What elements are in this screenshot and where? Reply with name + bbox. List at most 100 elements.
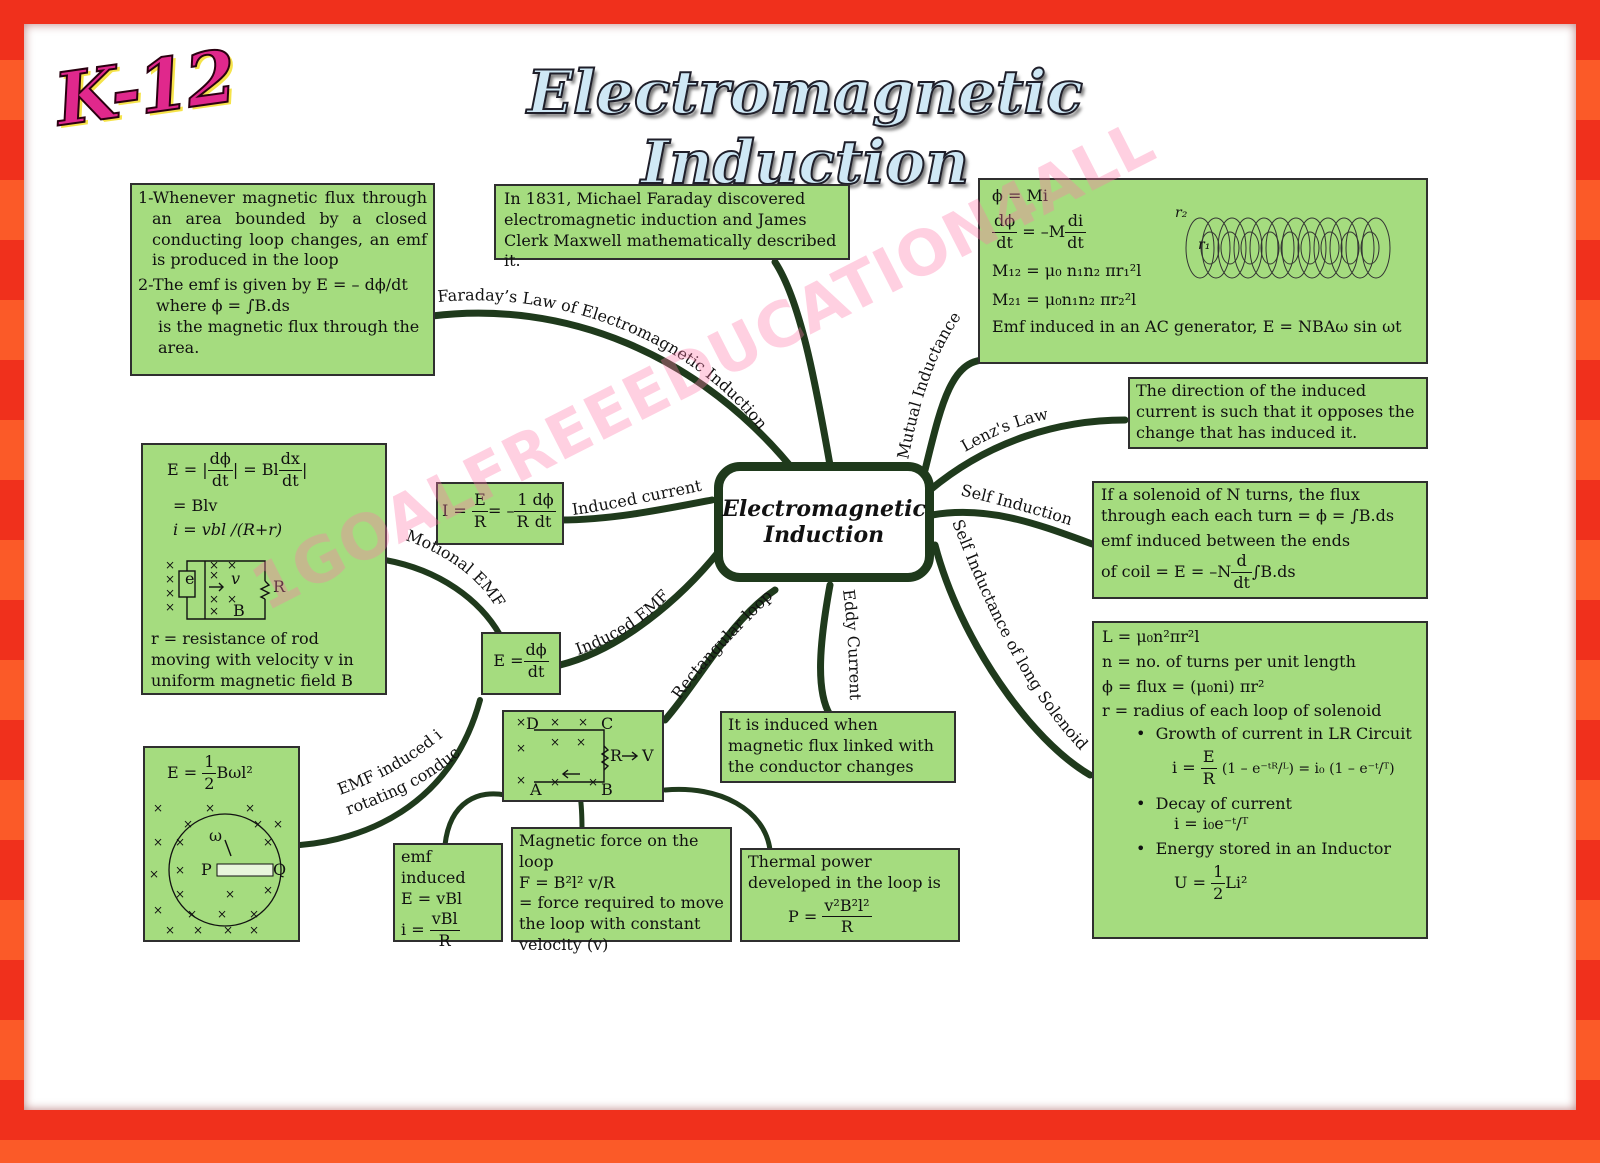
svg-text:×: × <box>578 715 588 729</box>
svg-text:×: × <box>516 773 526 787</box>
central-node-line2: Induction <box>763 522 885 548</box>
svg-text:×: × <box>249 923 259 937</box>
energy-bullet: • Energy stored in an Inductor <box>1136 839 1392 859</box>
loop-point-b: B <box>601 780 613 799</box>
svg-text:×: × <box>223 923 233 937</box>
svg-text:×: × <box>165 586 175 600</box>
motional-resistor-label: R <box>273 577 286 596</box>
faraday-law-box: 1-Whenever magnetic flux through an area… <box>130 183 435 376</box>
self-induction-box: If a solenoid of N turns, the flux throu… <box>1092 481 1428 599</box>
faraday-flux-def: where ϕ = ∫B.ds <box>156 295 290 315</box>
loop-point-a: A <box>530 780 542 799</box>
svg-text:×: × <box>217 907 227 921</box>
mutual-m12-eq: M₁₂ = μ₀ n₁n₂ πr₁²l <box>992 261 1142 281</box>
loop-emf-title: emf induced <box>401 847 466 887</box>
thermal-power-box: Thermal power developed in the loop is P… <box>740 848 960 942</box>
svg-text:×: × <box>209 604 219 618</box>
branch-mutual <box>921 356 989 474</box>
force-desc: = force required to move the loop with c… <box>519 893 724 954</box>
svg-text:×: × <box>550 735 560 749</box>
solenoid-l-eq: L = μ₀n²πr²l <box>1102 627 1200 646</box>
motional-circuit-figure: ×××× ××× ××× <box>165 558 271 620</box>
svg-text:×: × <box>253 817 263 831</box>
svg-text:×: × <box>165 572 175 586</box>
faraday-point-1: 1-Whenever magnetic flux through an area… <box>138 188 427 270</box>
svg-text:×: × <box>225 887 235 901</box>
motional-velocity-label: v <box>231 569 241 588</box>
svg-text:×: × <box>149 867 159 881</box>
central-node: Electromagnetic Induction <box>714 462 934 582</box>
svg-text:×: × <box>227 592 237 606</box>
lenz-law-box: The direction of the induced current is … <box>1128 377 1428 449</box>
branch-lenz <box>926 416 1129 494</box>
rotating-point-q: Q <box>273 860 287 879</box>
rotating-omega-label: ω <box>209 826 223 845</box>
self-flux-text: If a solenoid of N turns, the flux throu… <box>1101 485 1395 525</box>
ac-generator-eq: Emf induced in an AC generator, E = NBAω… <box>992 316 1402 336</box>
svg-text:×: × <box>165 600 175 614</box>
svg-text:×: × <box>263 883 273 897</box>
rectangular-loop-figure: ××× ××× ××× <box>516 715 639 789</box>
svg-text:×: × <box>273 817 283 831</box>
branch-thermal <box>662 786 773 853</box>
motional-blv-eq: = Blv <box>173 495 218 515</box>
svg-text:×: × <box>227 558 237 572</box>
svg-text:×: × <box>516 741 526 755</box>
svg-text:×: × <box>209 558 219 572</box>
svg-text:×: × <box>175 887 185 901</box>
rotating-point-p: P <box>201 860 212 879</box>
force-title: Magnetic force on the loop <box>519 831 699 871</box>
lr-decay-bullet: • Decay of current <box>1136 793 1292 813</box>
branch-motional <box>382 557 503 638</box>
solenoid-r-def: r = radius of each loop of solenoid <box>1102 701 1382 721</box>
motional-note: r = resistance of rod moving with veloci… <box>151 629 354 690</box>
branch-rotating <box>297 697 483 848</box>
loop-velocity-label: V <box>642 746 654 765</box>
svg-text:×: × <box>263 835 273 849</box>
branch-history <box>771 258 834 469</box>
lenz-text: The direction of the induced current is … <box>1136 381 1415 442</box>
branch-emf-loop <box>442 791 508 848</box>
radius-r2-label: r₂ <box>1175 205 1188 221</box>
central-node-line1: Electromagnetic <box>722 496 926 522</box>
svg-text:×: × <box>209 592 219 606</box>
svg-text:×: × <box>175 863 185 877</box>
loop-emf-eq: E = vBl <box>401 888 463 908</box>
solenoid-n-def: n = no. of turns per unit length <box>1102 651 1356 671</box>
solenoid-flux-eq: ϕ = flux = (μ₀ni) πr² <box>1102 676 1265 696</box>
lr-decay-eq: i = i₀e⁻ᵗ/ᵀ <box>1174 814 1249 834</box>
force-eq: F = B²l² v/R <box>519 872 615 892</box>
radius-r1-label: r₁ <box>1198 237 1211 253</box>
branch-eddy <box>817 581 834 719</box>
svg-text:×: × <box>245 801 255 815</box>
svg-text:×: × <box>550 775 560 789</box>
branch-solenoid <box>931 541 1094 779</box>
svg-text:×: × <box>153 801 163 815</box>
mutual-flux-eq: ϕ = Mi <box>992 186 1048 205</box>
svg-text:×: × <box>165 558 175 572</box>
branch-faraday <box>428 309 804 482</box>
magnetic-force-box: Magnetic force on the loop F = B²l² v/R … <box>511 827 732 954</box>
mutual-m21-eq: M₂₁ = μ₀n₁n₂ πr₂²l <box>992 290 1137 310</box>
label-induced-emf: Induced EMF <box>573 586 673 659</box>
self-emf-text: emf induced between the ends <box>1101 530 1351 550</box>
motional-field-label: B <box>233 601 245 620</box>
svg-text:×: × <box>153 903 163 917</box>
eddy-text: It is induced when magnetic flux linked … <box>728 715 934 776</box>
loop-point-c: C <box>601 714 614 733</box>
eddy-current-box: It is induced when magnetic flux linked … <box>720 711 956 783</box>
loop-point-d: D <box>526 714 539 733</box>
faraday-point-2: 2-The emf is given by E = – dϕ/dt <box>138 275 408 295</box>
branch-induced-current <box>556 496 716 524</box>
